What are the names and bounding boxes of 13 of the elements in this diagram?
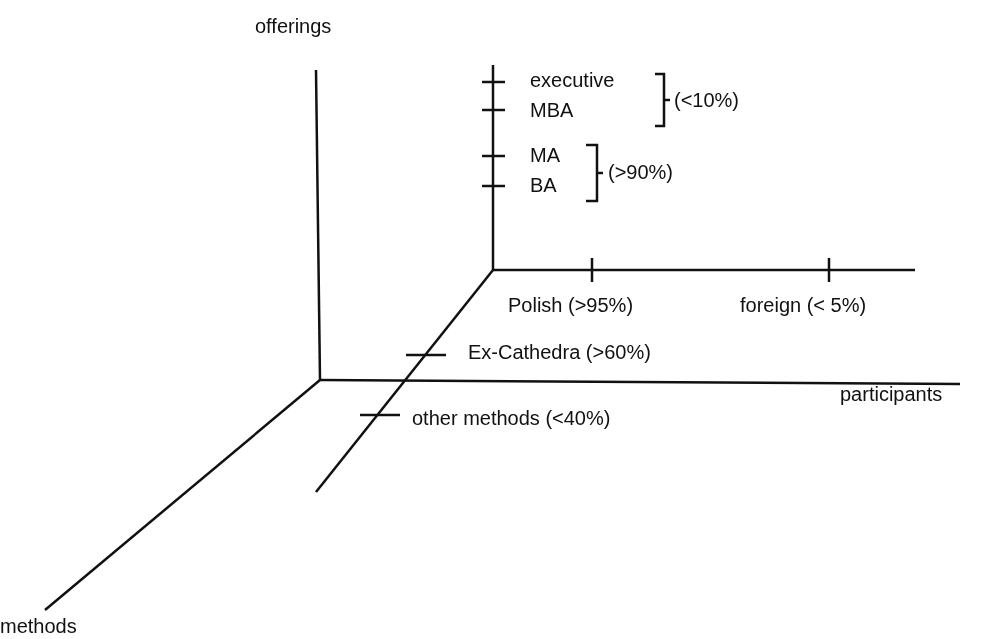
tick-label: Polish (>95%) (508, 293, 634, 317)
tick-label: executive (530, 68, 615, 92)
tick-label: Ex-Cathedra (>60%) (468, 340, 651, 364)
axis-label: methods (0, 614, 77, 638)
tick-label: MA (530, 143, 560, 167)
tick-label: BA (530, 173, 557, 197)
tick-label: foreign (< 5%) (740, 293, 867, 317)
tick-label: MBA (530, 98, 574, 122)
bracket-label: (>90%) (608, 160, 674, 184)
axis-label: offerings (255, 14, 332, 38)
bracket-label: (<10%) (674, 88, 740, 112)
tick-label: other methods (<40%) (412, 406, 611, 430)
axis-label: participants (840, 382, 943, 406)
